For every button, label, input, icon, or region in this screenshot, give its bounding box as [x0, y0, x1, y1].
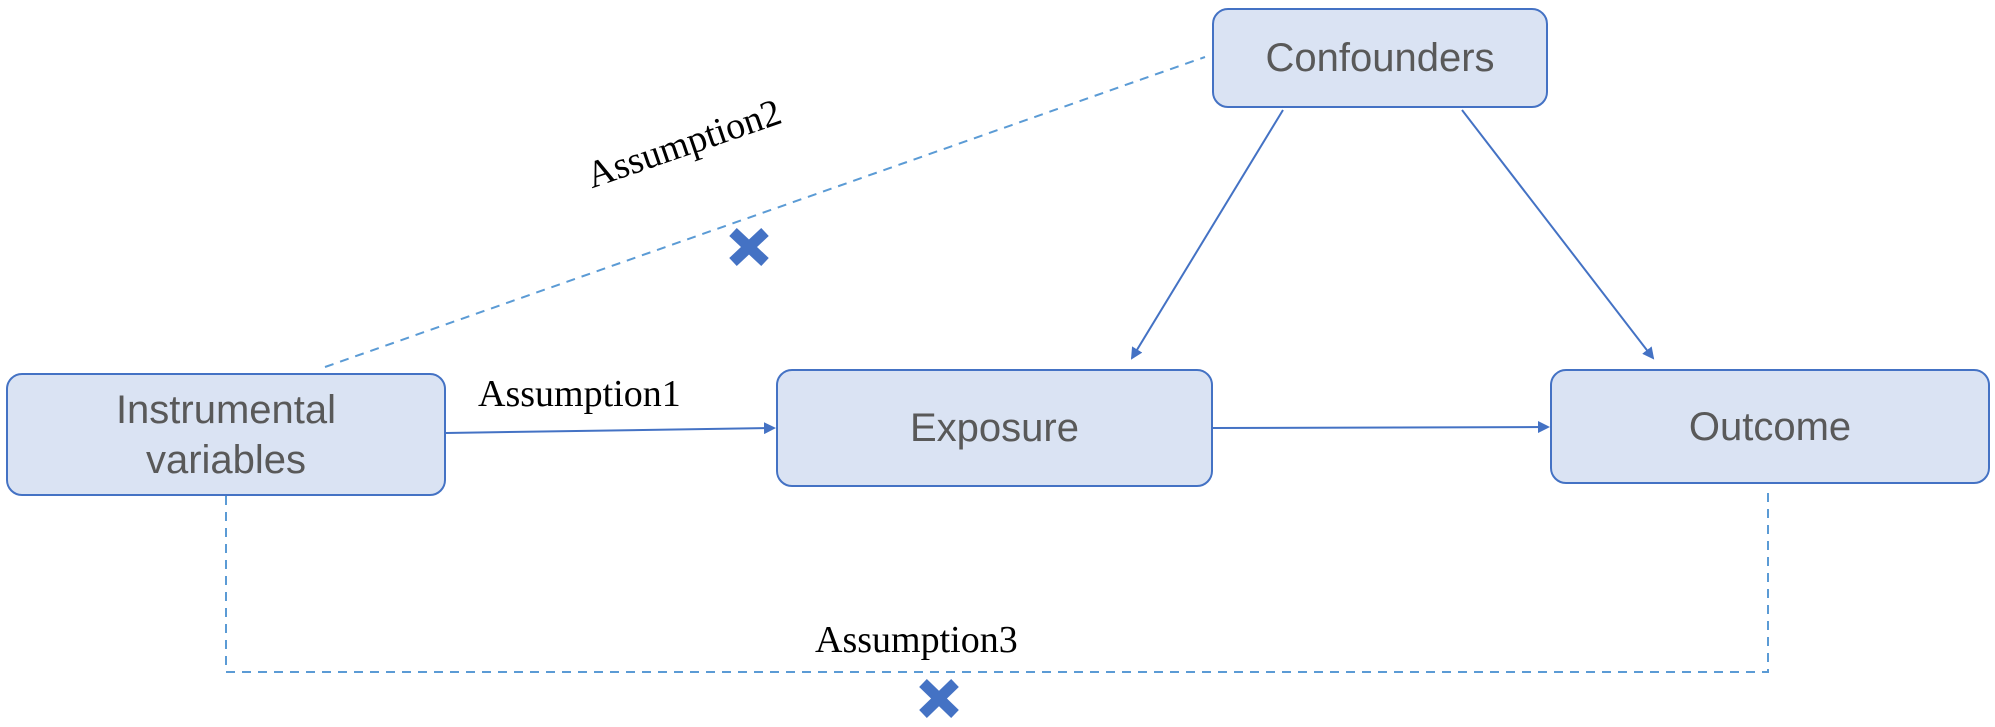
arrow-exposure-to-outcome	[1212, 421, 1550, 434]
outcome-node: Outcome	[1550, 369, 1990, 484]
dashed-iv-to-confounders	[324, 56, 1206, 368]
exposure-label: Exposure	[910, 406, 1079, 450]
arrow-iv-to-exposure	[445, 422, 776, 435]
cross-icon	[729, 227, 769, 267]
arrow-confounders-to-outcome	[1461, 109, 1655, 360]
dashed-iv-to-outcome	[225, 486, 1769, 673]
exposure-node: Exposure	[776, 369, 1213, 487]
assumption3-label: Assumption3	[815, 619, 1018, 661]
instrumental-variables-node: Instrumental variables	[6, 373, 446, 496]
confounders-label: Confounders	[1265, 36, 1495, 80]
instrumental-variables-label: Instrumental variables	[115, 387, 337, 482]
confounders-node: Confounders	[1212, 8, 1548, 108]
assumption1-label: Assumption1	[478, 373, 681, 415]
outcome-label: Outcome	[1688, 404, 1852, 449]
cross-icon	[919, 679, 959, 718]
arrow-confounders-to-exposure	[1130, 109, 1284, 360]
